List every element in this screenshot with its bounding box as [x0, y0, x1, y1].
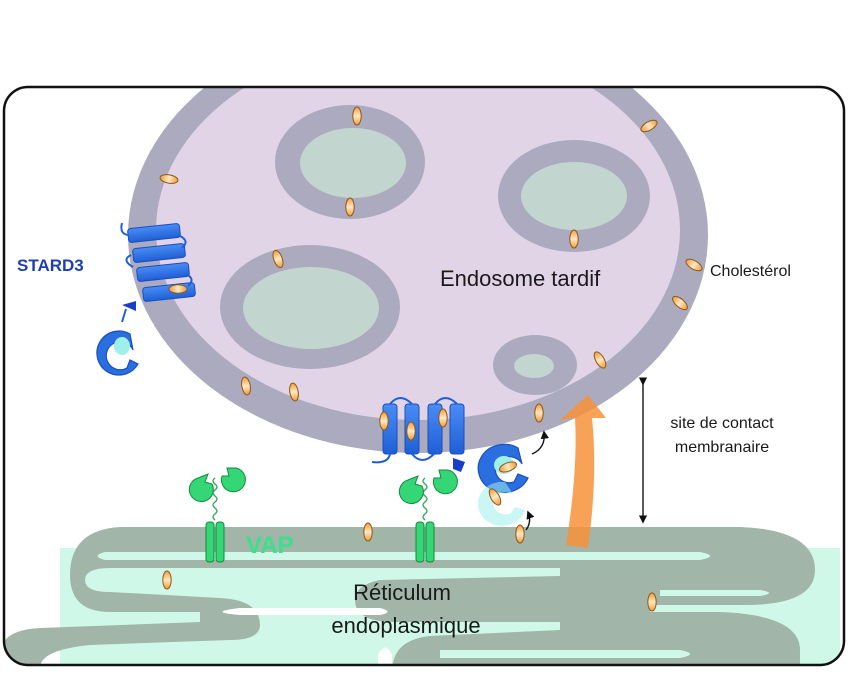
- cholesterol-molecule: [534, 403, 544, 423]
- vap-protein: [188, 467, 246, 563]
- cholesterol-molecule: [168, 284, 188, 294]
- cholesterol-label: Cholestérol: [710, 263, 791, 280]
- vap-label: VAP: [246, 532, 294, 559]
- cholesterol-transfer-arrow: [560, 395, 606, 548]
- transfer-arrow-pickup: [525, 510, 535, 531]
- cholesterol-molecule: [379, 411, 389, 431]
- vap-msp-domain: [220, 467, 246, 493]
- endoplasmic-reticulum: [4, 527, 840, 665]
- stard3-protein-free: [96, 222, 196, 376]
- cholesterol-molecule: [647, 592, 657, 612]
- budding-vesicle: [493, 335, 577, 395]
- cholesterol-molecule: [488, 488, 502, 506]
- ffat-motif: [453, 458, 465, 472]
- cholesterol-molecule: [272, 249, 284, 269]
- cholesterol-molecule: [593, 351, 607, 369]
- cholesterol-molecule: [289, 382, 299, 402]
- contact-site-label-line1: site de contact: [670, 415, 774, 432]
- cholesterol-molecule: [406, 421, 416, 441]
- er-label-line1: Réticulum: [353, 580, 451, 605]
- vap-msp-domain: [188, 473, 214, 503]
- er-lumen-upper: [97, 552, 710, 560]
- cholesterol-molecule: [498, 461, 518, 473]
- intraluminal-vesicle: [498, 140, 650, 252]
- cholesterol-molecules: [159, 106, 703, 612]
- cholesterol-molecule: [515, 524, 525, 544]
- ffat-motif: [122, 301, 136, 311]
- er-gap: [222, 608, 388, 615]
- cholesterol-molecule: [438, 408, 448, 428]
- er-lumen-bottom-left: [80, 655, 310, 662]
- cholesterol-molecule: [672, 295, 688, 311]
- er-lumen-bottom-mid: [440, 650, 690, 658]
- contact-site-label-line2: membranaire: [675, 439, 769, 456]
- vap-msp-domain: [432, 469, 458, 495]
- cholesterol-molecule: [685, 258, 703, 272]
- cholesterol-molecule: [159, 174, 179, 184]
- er-lumen-right: [660, 590, 769, 596]
- er-label-line2: endoplasmique: [331, 613, 480, 638]
- vap-protein: [398, 469, 458, 563]
- endosome-label: Endosome tardif: [440, 266, 601, 291]
- vap-msp-domain: [398, 475, 424, 505]
- cholesterol-molecule: [363, 522, 373, 542]
- cholesterol-molecule: [241, 376, 251, 396]
- er-gap-bottom: [378, 647, 392, 665]
- cholesterol-molecule: [345, 197, 355, 217]
- cholesterol-molecule: [162, 570, 172, 590]
- transfer-arrow-up: [531, 430, 549, 455]
- cholesterol-molecule: [640, 119, 658, 133]
- cholesterol-molecule: [352, 106, 362, 126]
- cholesterol-molecule: [569, 229, 579, 249]
- cell-frame: [2, 85, 846, 667]
- stard3-label: STARD3: [17, 256, 84, 275]
- intraluminal-vesicle: [220, 245, 400, 369]
- late-endosome: [128, 87, 708, 453]
- intraluminal-vesicle: [275, 105, 425, 219]
- cell-content: [4, 87, 840, 665]
